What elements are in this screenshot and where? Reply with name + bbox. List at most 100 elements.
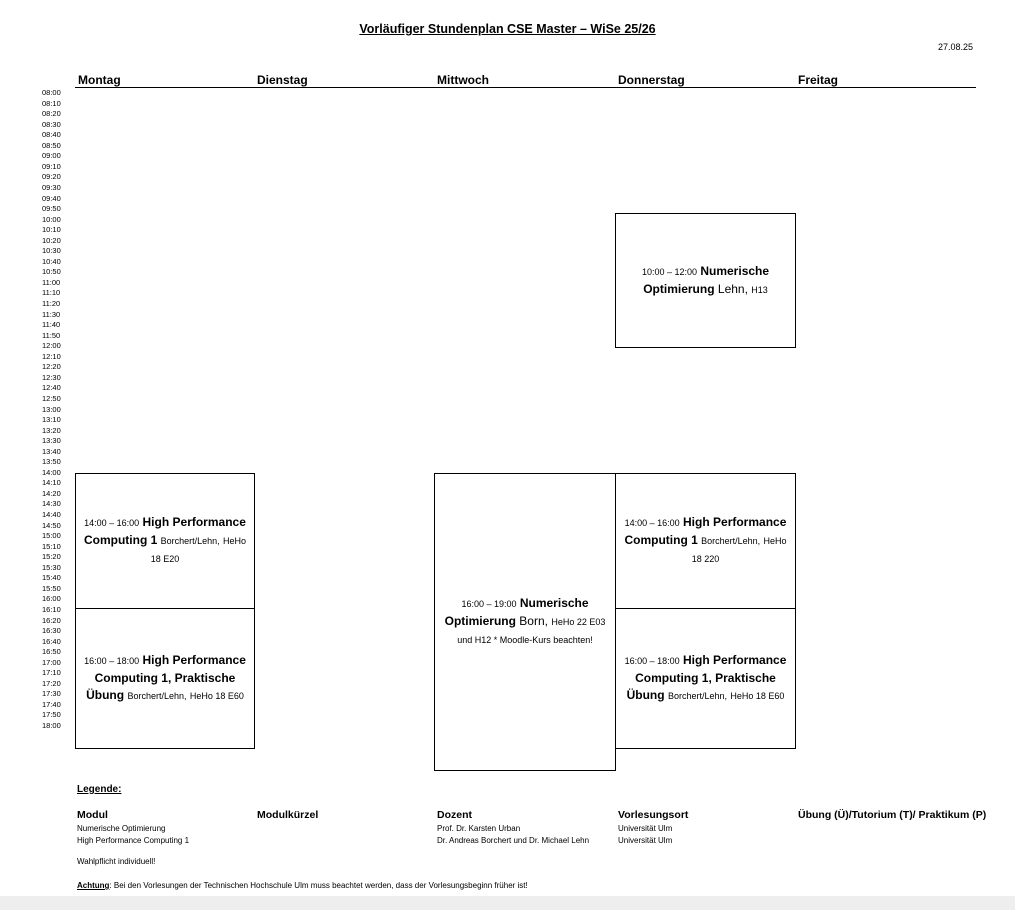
legend-header-uebung: Übung (Ü)/Tutorium (T)/ Praktikum (P) — [798, 809, 987, 821]
day-header-donnerstag: Donnerstag — [618, 73, 685, 87]
time-label: 16:30 — [42, 626, 61, 636]
time-label: 13:50 — [42, 457, 61, 467]
document-date: 27.08.25 — [937, 42, 973, 52]
time-label: 15:50 — [42, 583, 61, 593]
event-lecturer: Borchert/Lehn, — [160, 536, 220, 546]
time-label: 10:50 — [42, 267, 61, 277]
time-label: 11:00 — [42, 277, 61, 287]
event-time: 16:00 – 18:00 — [624, 656, 680, 666]
event-lecturer: Lehn, — [717, 281, 748, 296]
event-lecturer: Borchert/Lehn, — [701, 536, 761, 546]
time-label: 16:20 — [42, 615, 61, 625]
time-label: 13:10 — [42, 415, 61, 425]
time-label: 12:00 — [42, 341, 61, 351]
event-title: High Performance Computing 1, Praktische… — [626, 653, 787, 702]
event-time: 14:00 – 16:00 — [84, 518, 140, 528]
time-label: 14:10 — [42, 478, 61, 488]
time-label: 13:20 — [42, 425, 61, 435]
time-label: 18:00 — [42, 721, 61, 730]
legend-dozent: Prof. Dr. Karsten Urban — [437, 824, 521, 833]
legend-ort: Universität Ulm — [618, 836, 673, 845]
legend-modul: High Performance Computing 1 — [77, 836, 190, 845]
legend-modul: Numerische Optimierung — [77, 824, 166, 833]
day-header-mittwoch: Mittwoch — [437, 73, 489, 87]
event-room: HeHo 18 E60 — [189, 691, 244, 701]
event-title: High Performance Computing 1 — [624, 515, 787, 547]
time-label: 14:30 — [42, 499, 61, 509]
event-time: 10:00 – 12:00 — [641, 266, 697, 277]
event-title: High Performance Computing 1, Praktische… — [86, 653, 246, 702]
time-label: 12:40 — [42, 383, 61, 393]
time-label: 09:30 — [42, 182, 61, 192]
legend-header-modulkuerzel: Modulkürzel — [257, 809, 319, 821]
time-label: 17:20 — [42, 678, 61, 688]
time-label: 10:00 — [42, 214, 61, 224]
event-lecturer: Borchert/Lehn, — [127, 691, 187, 701]
time-label: 16:00 — [42, 594, 61, 604]
time-label: 11:30 — [42, 309, 61, 319]
day-header-dienstag: Dienstag — [257, 73, 308, 87]
event-block-hpc-mo[interactable]: 14:00 – 16:00 High Performance Computing… — [75, 473, 255, 609]
time-label: 08:00 — [42, 88, 61, 97]
time-label: 11:20 — [42, 299, 61, 308]
time-label: 13:40 — [42, 446, 61, 456]
legend-header-dozent: Dozent — [437, 809, 472, 821]
event-room: HeHo 18 E20 — [150, 536, 247, 564]
time-label: 11:10 — [42, 288, 61, 298]
time-label: 09:00 — [42, 151, 61, 161]
achtung-note: Achtung: Bei den Vorlesungen der Technis… — [77, 881, 528, 890]
time-label: 14:50 — [42, 520, 61, 530]
time-label: 16:40 — [42, 636, 61, 646]
legend-header-modul: Modul — [77, 809, 108, 821]
legend-dozent: Dr. Andreas Borchert und Dr. Michael Leh… — [437, 836, 590, 845]
time-label: 08:40 — [42, 130, 61, 140]
event-time: 16:00 – 19:00 — [461, 599, 517, 609]
event-lecturer: Borchert/Lehn, — [667, 691, 727, 701]
day-header-montag: Montag — [78, 73, 121, 87]
time-label: 16:10 — [42, 604, 61, 614]
event-room: HeHo 18 E60 — [730, 691, 785, 701]
time-label: 17:10 — [42, 668, 61, 678]
event-block-numerische-optimierung-mi[interactable]: 16:00 – 19:00 Numerische Optimierung Bor… — [434, 473, 616, 771]
event-block-numerische-optimierung-do[interactable]: 10:00 – 12:00 Numerische Optimierung Leh… — [615, 213, 796, 348]
time-label: 09:50 — [42, 204, 61, 214]
time-label: 08:50 — [42, 140, 61, 150]
time-label: 15:20 — [42, 552, 61, 562]
event-time: 16:00 – 18:00 — [84, 656, 140, 666]
time-label: 16:50 — [42, 647, 61, 657]
time-label: 12:20 — [42, 362, 61, 372]
event-block-hpc-uebung-mo[interactable]: 16:00 – 18:00 High Performance Computing… — [75, 608, 255, 749]
time-label: 14:00 — [42, 467, 61, 477]
time-label: 13:30 — [42, 436, 61, 446]
time-label: 14:20 — [42, 488, 61, 498]
achtung-text: : Bei den Vorlesungen der Technischen Ho… — [109, 881, 528, 890]
wahlpflicht-note: Wahlpflicht individuell! — [77, 857, 156, 866]
header-rule — [75, 87, 976, 88]
event-block-hpc-uebung-do[interactable]: 16:00 – 18:00 High Performance Computing… — [615, 608, 796, 749]
time-label: 11:50 — [42, 330, 61, 340]
time-label: 17:50 — [42, 710, 61, 720]
event-title: High Performance Computing 1 — [83, 515, 246, 547]
time-label: 15:40 — [42, 573, 61, 583]
time-label: 12:50 — [42, 393, 61, 403]
time-label: 17:40 — [42, 699, 61, 709]
time-label: 08:20 — [42, 109, 61, 119]
time-label: 09:40 — [42, 193, 61, 203]
event-room: HeHo 22 E03 und H12 * Moodle-Kurs beacht… — [457, 617, 606, 645]
time-label: 08:30 — [42, 119, 61, 129]
time-label: 15:10 — [42, 541, 61, 551]
event-lecturer: Born, — [519, 614, 548, 628]
time-label: 10:10 — [42, 225, 61, 235]
time-label: 10:30 — [42, 246, 61, 256]
time-label: 08:10 — [42, 98, 61, 108]
day-header-freitag: Freitag — [798, 73, 839, 87]
time-label: 12:10 — [42, 351, 61, 361]
legend-header-vorlesungsort: Vorlesungsort — [618, 809, 689, 821]
event-time: 14:00 – 16:00 — [624, 518, 680, 528]
time-label: 09:20 — [42, 172, 61, 182]
legend-title: Legende: — [77, 784, 122, 795]
time-label: 12:30 — [42, 372, 61, 382]
time-label: 17:30 — [42, 689, 61, 699]
event-block-hpc-do[interactable]: 14:00 – 16:00 High Performance Computing… — [615, 473, 796, 609]
event-room: H13 — [751, 284, 768, 295]
